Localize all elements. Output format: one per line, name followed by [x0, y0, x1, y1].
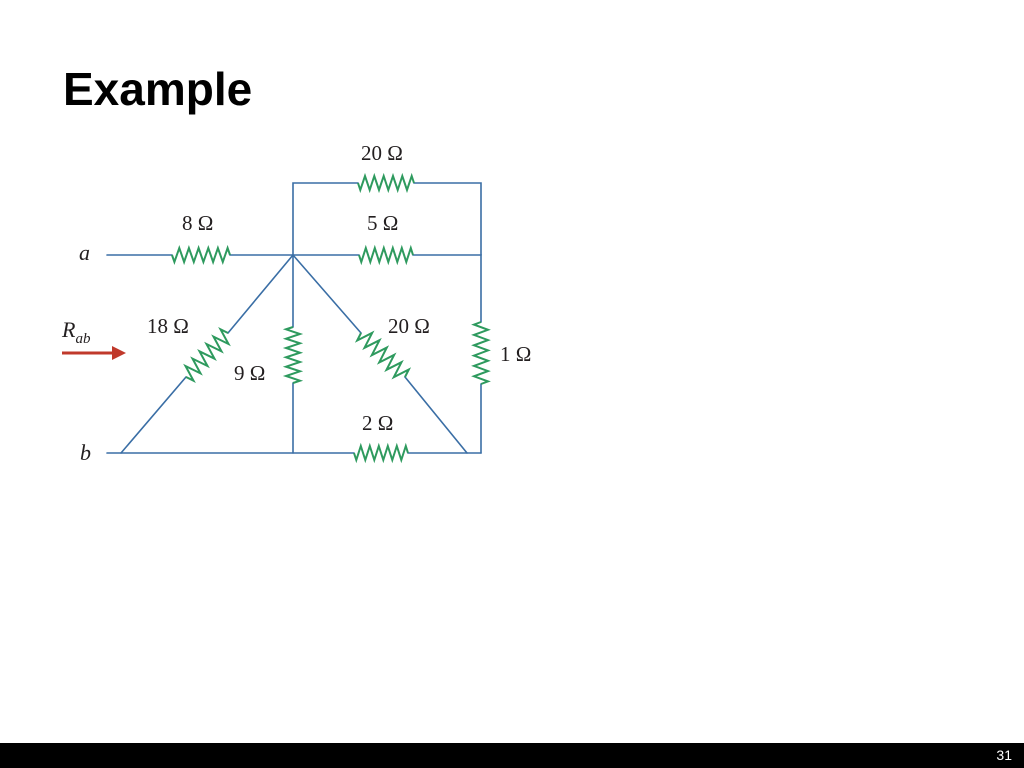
resistor-top-20: [357, 172, 415, 194]
terminal-a-label: a: [79, 240, 90, 265]
rab-label-sub: ab: [75, 331, 91, 347]
resistor-1-label: 1 Ω: [500, 342, 531, 366]
rab-label-main: R: [61, 317, 76, 342]
resistor-5-label: 5 Ω: [367, 211, 398, 235]
rab-label: Rab: [61, 317, 91, 347]
footer-bar: 31: [0, 743, 1024, 768]
resistor-1: [471, 321, 491, 385]
slide-title: Example: [63, 63, 253, 115]
resistor-2-label: 2 Ω: [362, 411, 393, 435]
circuit-resistors: [171, 172, 491, 464]
wire-18-to-b: [120, 376, 187, 454]
wire-center-to-top20: [292, 182, 359, 256]
resistor-diag-20-label: 20 Ω: [388, 314, 430, 338]
resistor-18-label: 18 Ω: [147, 314, 189, 338]
page-number: 31: [996, 747, 1012, 763]
wire-center-to-18: [227, 254, 294, 334]
resistor-18: [183, 327, 231, 383]
rab-arrow: [62, 346, 126, 360]
resistor-top-20-label: 20 Ω: [361, 141, 403, 165]
wire-top20-to-right: [413, 182, 482, 256]
circuit-wires: [106, 182, 482, 454]
resistor-8-label: 8 Ω: [182, 211, 213, 235]
resistor-8: [171, 244, 231, 266]
resistor-5: [358, 244, 414, 266]
resistor-9-label: 9 Ω: [234, 361, 265, 385]
terminal-b-label: b: [80, 440, 91, 465]
resistor-diag-20: [354, 330, 412, 380]
wire-center-to-diag20: [292, 254, 362, 334]
resistor-9: [282, 326, 304, 384]
resistor-2: [353, 442, 409, 464]
wire-diag20-to-bottom: [404, 376, 468, 454]
wire-5-to-right: [412, 254, 482, 323]
